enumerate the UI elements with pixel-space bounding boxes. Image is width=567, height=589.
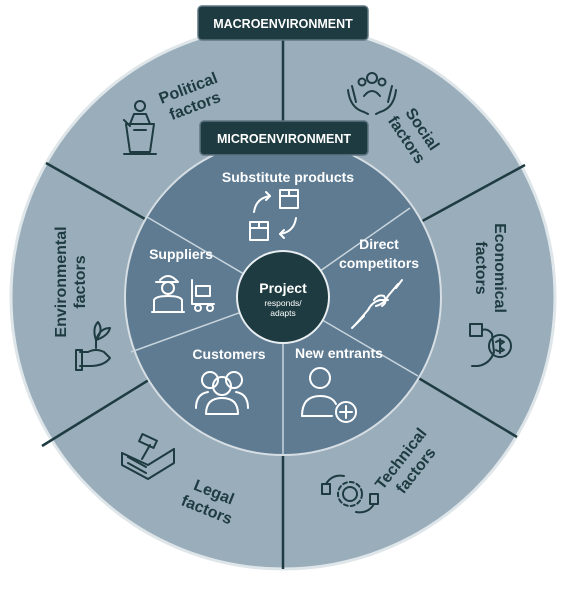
svg-text:factors: factors xyxy=(472,241,489,294)
customers-group-icon xyxy=(195,371,249,415)
center-subtitle-line-2: adapts xyxy=(270,308,296,318)
boxes-swap-icon xyxy=(249,189,299,241)
substitute-products-label: Substitute products xyxy=(222,169,354,185)
podium-icon xyxy=(123,100,157,155)
microenvironment-tag-label: MICROENVIRONMENT xyxy=(217,132,351,146)
environmental-factors-label: Environmental factors xyxy=(53,226,89,337)
new-entrants-label: New entrants xyxy=(295,345,383,361)
law-book-gavel-icon xyxy=(121,432,175,480)
center-subtitle-line-1: responds/ xyxy=(264,298,302,308)
direct-competitors-label-line-2: competitors xyxy=(339,255,419,271)
microenvironment-tag: MICROENVIRONMENT xyxy=(199,120,369,156)
add-person-icon xyxy=(301,367,357,423)
arm-wrestling-icon xyxy=(351,279,403,329)
macroenvironment-tag: MACROENVIRONMENT xyxy=(197,5,369,41)
svg-text:Environmental: Environmental xyxy=(53,226,70,337)
hands-gear-icon xyxy=(321,474,379,514)
svg-text:factors: factors xyxy=(72,255,89,308)
svg-text:Economical: Economical xyxy=(491,223,508,313)
center-title: Project xyxy=(259,280,307,296)
suppliers-label: Suppliers xyxy=(149,246,213,262)
hand-plant-icon xyxy=(75,321,111,371)
project-center xyxy=(236,250,330,344)
macroenvironment-tag-label: MACROENVIRONMENT xyxy=(213,17,353,31)
economical-factors-label: Economical factors xyxy=(472,223,508,313)
direct-competitors-label-line-1: Direct xyxy=(359,236,399,252)
delivery-worker-icon xyxy=(151,275,215,313)
customers-label: Customers xyxy=(192,346,265,362)
hands-community-icon xyxy=(347,72,397,115)
hand-coin-icon xyxy=(469,323,512,367)
